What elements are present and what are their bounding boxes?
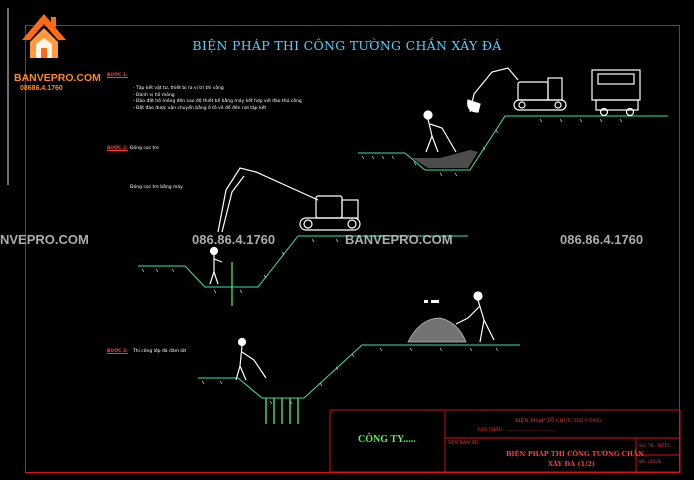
step1-ground (358, 115, 668, 171)
watermark-3: BANVEPRO.COM (345, 232, 453, 247)
gravel-pile-icon (407, 317, 467, 343)
worker-pile-icon (209, 246, 223, 285)
drawing-name-label: TÊN BẢN VẼ: (448, 441, 480, 446)
watermark-1: NVEPRO.COM (0, 232, 89, 247)
logo-brand: BANVEPRO.COM (14, 72, 101, 84)
drawing-name-2: XÂY ĐÁ (1/2) (548, 460, 595, 468)
step1-ground-ticks (361, 118, 623, 177)
title-block (329, 409, 681, 473)
step2-note-1: Đóng cọc tre (130, 146, 159, 151)
step1-note: - Đánh vị hố móng (133, 92, 175, 98)
step1-label: BƯỚC 1: (107, 73, 128, 78)
logo-phone: 08686.4.1760 (20, 85, 63, 92)
step2-note-2: Đóng cọc tre bằng máy (130, 185, 183, 190)
step2-ground-ticks (141, 238, 339, 294)
drawing-number: Số: 76 - BPTC (639, 444, 671, 449)
step3-label: BƯỚC 3: (107, 349, 128, 354)
worker-digging-icon (423, 110, 457, 153)
step1-note: - Đất đào được vận chuyển bằng ô tô về đ… (133, 105, 267, 111)
step1-notes: - Tập kết vật tư, thiết bị ra vị trí thi… (133, 86, 302, 112)
drawing-sheet: BV: /2024 (639, 460, 662, 465)
step1-trench-fill (412, 150, 478, 168)
contractor: GÓI THẦU: ..............................… (478, 428, 556, 433)
watermark-2: 086.86.4.1760 (192, 232, 276, 247)
drawing-frame (25, 25, 680, 473)
excavator-icon (467, 67, 567, 113)
step3-ground-ticks (201, 347, 499, 405)
step3-note-1: Thi công lớp đá dăm lót (133, 349, 187, 354)
step2-label: BƯỚC 2: (107, 146, 128, 151)
logo-house-icon (22, 14, 66, 58)
step1-note: - Đào đất hố móng đến cao độ thiết kế bằ… (133, 99, 302, 105)
worker-shoveling-icon (235, 337, 267, 381)
measure-title: BIỆN PHÁP TỔ CHỨC THI CÔNG (515, 418, 601, 424)
pile-driver-excavator-icon (217, 167, 361, 233)
worker-wheel-icon (455, 291, 495, 343)
page-title: BIỆN PHÁP THI CÔNG TƯỜNG CHẮN XÂY ĐÁ (192, 38, 502, 53)
truck-icon (591, 69, 641, 117)
level-marks-icon (424, 300, 439, 303)
drawing-name: BIỆN PHÁP THI CÔNG TƯỜNG CHẮN (506, 450, 645, 458)
piles-row-icon (265, 398, 299, 424)
company-name: CÔNG TY..... (358, 434, 416, 445)
watermark-4: 086.86.4.1760 (560, 232, 644, 247)
step3-ground (198, 344, 520, 399)
step1-note: - Tập kết vật tư, thiết bị ra vị trí thi… (133, 86, 224, 91)
